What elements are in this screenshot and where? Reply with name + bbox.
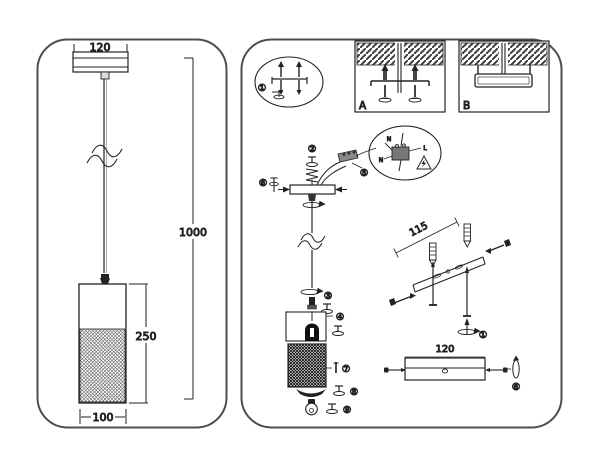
- shade-diameter-label: 100: [93, 411, 114, 424]
- step-5-label: ⑤: [360, 168, 369, 179]
- step-8-label: ⑧: [350, 387, 359, 398]
- electric-warning-icon: [416, 154, 432, 170]
- shade-connector: [100, 278, 110, 284]
- wiring-callout: N L N: [368, 125, 442, 181]
- light-bulb-icon: [305, 399, 318, 416]
- canopy-front-view: 120 ⑥: [384, 344, 521, 394]
- mains-wires: [316, 147, 377, 186]
- canopy-screw-left: [384, 367, 406, 373]
- canopy-step-label: ⑥: [512, 382, 521, 393]
- right-panel: ① A: [240, 38, 563, 429]
- cord-lock: [309, 297, 315, 305]
- canopy-side-arrows: [278, 186, 347, 193]
- pin-screw-icon: [333, 362, 339, 373]
- terminal-block: [391, 146, 410, 161]
- canopy-width-dimension: 120: [73, 41, 128, 55]
- step-7-label: ⑦: [342, 364, 351, 375]
- lamp-shade: [78, 274, 127, 404]
- wall-anchor-left: [428, 242, 437, 267]
- overall-drop-dimension: 1000: [178, 57, 209, 400]
- mounting-bracket: [370, 80, 430, 86]
- lamp-canopy: [72, 51, 129, 80]
- center-hole: [441, 368, 449, 374]
- shade-mesh: [79, 328, 126, 403]
- wire-n-top-label: N: [387, 136, 392, 143]
- bracket-screw-left: [429, 261, 437, 306]
- canopy-width-label: 120: [90, 41, 111, 54]
- side-screw-right: [485, 239, 511, 254]
- spring: [305, 168, 319, 183]
- strain-relief-nut: [308, 194, 316, 201]
- bracket-callout: ①: [254, 56, 324, 108]
- bracket-callout-step-label: ①: [258, 83, 267, 94]
- detail-a: A: [354, 40, 446, 113]
- canopy-width-label: 120: [435, 344, 454, 355]
- shade-diameter-dimension: 100: [79, 409, 127, 425]
- detail-b: B: [458, 40, 550, 113]
- wire-l-label: L: [423, 145, 427, 152]
- anchor-icon: [272, 90, 285, 100]
- suspension-cable: [86, 79, 123, 273]
- mesh-shade: [287, 343, 327, 388]
- left-panel: 120 250 100 1000: [36, 38, 228, 429]
- shade-height-dimension: 250: [129, 283, 159, 404]
- step-4-label: ④: [336, 312, 345, 323]
- step-6-label: ⑥: [259, 178, 268, 189]
- canopy: [289, 184, 336, 195]
- rotate-vertical-icon: [507, 355, 520, 379]
- screw-down-icons: [278, 80, 302, 95]
- wire-n-left-label: N: [379, 157, 384, 164]
- overall-drop-label: 1000: [179, 226, 207, 239]
- screw-step-1: [457, 318, 480, 336]
- wall-anchor-right: [463, 223, 472, 248]
- detail-a-label: A: [359, 100, 367, 112]
- bracket-screw-right: [463, 266, 471, 317]
- shade-height-label: 250: [136, 330, 157, 343]
- bracket-3d-view: 115: [389, 217, 511, 342]
- canopy-screw-right: [485, 367, 508, 373]
- step-2-label: ②: [308, 144, 317, 155]
- socket-housing: [285, 311, 327, 342]
- detail-b-label: B: [463, 100, 470, 112]
- cable-break-symbol: [91, 144, 123, 158]
- bracket-screws: [378, 85, 422, 103]
- mounting-bracket-icon: [271, 77, 308, 84]
- ceiling-anchors: [381, 64, 419, 80]
- step-9-label: ⑨: [343, 405, 352, 416]
- side-screw-left: [389, 293, 416, 306]
- cable-break-symbol: [300, 233, 326, 243]
- cord-grip: [100, 71, 110, 80]
- screw-up-icons: [278, 61, 302, 77]
- step-3-label: ③: [324, 291, 333, 302]
- canopy: [474, 73, 533, 88]
- exploded-assembly: ② ⑥ ⑤ N L: [258, 125, 442, 417]
- bracket-step-label: ①: [479, 330, 488, 341]
- bottom-diffuser-ring: [296, 389, 326, 397]
